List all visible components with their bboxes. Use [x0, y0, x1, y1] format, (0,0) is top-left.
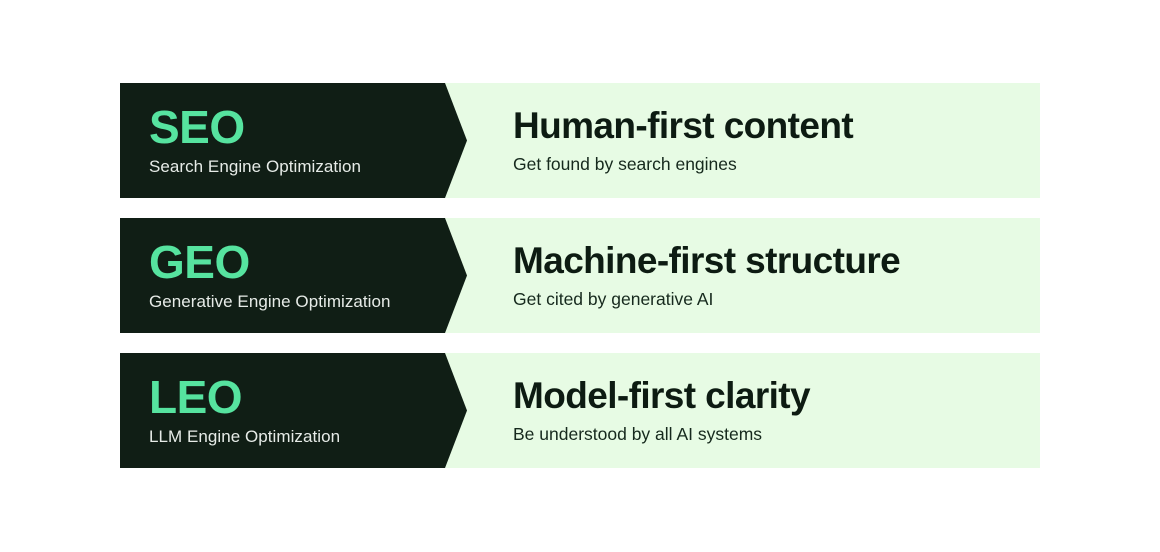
- comparison-row-geo: GEO Generative Engine Optimization Machi…: [120, 218, 1040, 333]
- chevron-content-geo: GEO Generative Engine Optimization: [149, 218, 445, 333]
- subline-leo: Be understood by all AI systems: [513, 424, 763, 445]
- chevron-content-seo: SEO Search Engine Optimization: [149, 83, 445, 198]
- acronym-label-seo: SEO: [149, 101, 245, 154]
- acronym-expansion-geo: Generative Engine Optimization: [149, 292, 391, 312]
- headline-seo: Human-first content: [513, 104, 854, 146]
- detail-panel-geo: Machine-first structure Get cited by gen…: [513, 218, 1026, 333]
- comparison-row-seo: SEO Search Engine Optimization Human-fir…: [120, 83, 1040, 198]
- acronym-label-geo: GEO: [149, 236, 250, 289]
- subline-geo: Get cited by generative AI: [513, 289, 714, 310]
- chevron-panel-geo: GEO Generative Engine Optimization: [120, 218, 467, 333]
- chevron-content-leo: LEO LLM Engine Optimization: [149, 353, 445, 468]
- headline-geo: Machine-first structure: [513, 239, 901, 281]
- detail-panel-leo: Model-first clarity Be understood by all…: [513, 353, 1026, 468]
- subline-seo: Get found by search engines: [513, 154, 737, 175]
- detail-panel-seo: Human-first content Get found by search …: [513, 83, 1026, 198]
- headline-leo: Model-first clarity: [513, 374, 811, 416]
- optimization-comparison-board: SEO Search Engine Optimization Human-fir…: [120, 83, 1040, 468]
- chevron-panel-leo: LEO LLM Engine Optimization: [120, 353, 467, 468]
- acronym-expansion-leo: LLM Engine Optimization: [149, 427, 341, 447]
- chevron-panel-seo: SEO Search Engine Optimization: [120, 83, 467, 198]
- comparison-row-leo: LEO LLM Engine Optimization Model-first …: [120, 353, 1040, 468]
- acronym-expansion-seo: Search Engine Optimization: [149, 157, 362, 177]
- acronym-label-leo: LEO: [149, 371, 243, 424]
